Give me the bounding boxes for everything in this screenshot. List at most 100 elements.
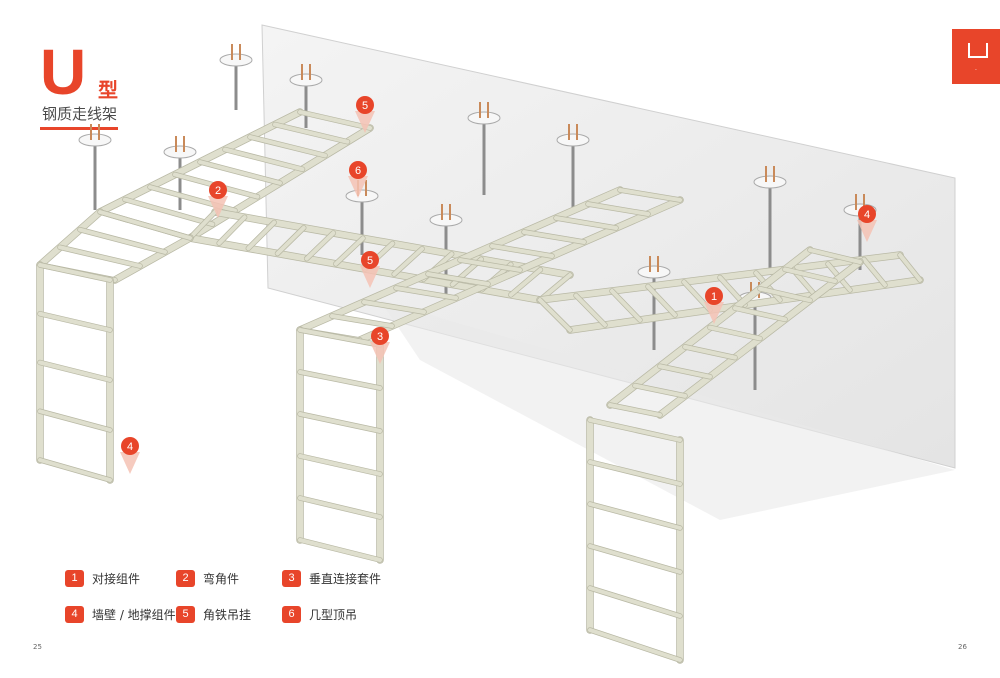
tray-main-diag-rung [392, 246, 425, 277]
tray-right-run-rung [862, 257, 887, 287]
legend-label: 墙壁 / 地撑组件 [92, 607, 176, 622]
tray-center-rung [330, 314, 394, 328]
marker-4: 4 [120, 437, 140, 474]
ceiling-hanger-bracket [289, 73, 323, 87]
legend-label: 垂直连接套件 [309, 571, 382, 586]
tray-right-drop-rung [783, 267, 837, 284]
logo-text: · [975, 67, 977, 74]
tray-left-corner-rung [78, 227, 167, 254]
drop-left-rung [38, 458, 112, 482]
tray-main-diag-rung [217, 215, 247, 246]
tray-top-left-rung [248, 135, 327, 158]
drop-left-rung [38, 409, 112, 432]
legend-item-4: 4 墙壁 / 地撑组件 [65, 604, 176, 624]
marker-number: 2 [215, 185, 221, 197]
tray-left-corner-rail [112, 235, 193, 283]
marker-cone [120, 452, 140, 474]
tray-right-drop-rung [658, 364, 712, 379]
tray-center-rung [458, 258, 522, 272]
legend-badge: 1 [65, 569, 84, 587]
tray-right-drop-rung [683, 344, 737, 360]
marker-cone [208, 196, 228, 218]
tray-top-left-rung [298, 110, 372, 130]
marker-cone [360, 266, 380, 288]
ceiling-hanger-bracket [556, 133, 590, 147]
drop-center-rung [298, 328, 382, 347]
page-number-right: 26 [958, 643, 967, 651]
component-legend: 1 对接组件 2 弯角件 3 垂直连接套件 4 墙壁 / 地撑组件 5 角铁吊挂… [60, 568, 390, 628]
tray-main-diag-rung [508, 267, 543, 297]
marker-number: 3 [377, 331, 383, 343]
tray-center-rung [394, 286, 458, 300]
tray-top-left-rung [198, 160, 282, 185]
marker-badge [858, 205, 876, 223]
marker-cone [355, 111, 375, 133]
legend-label: 对接组件 [92, 571, 141, 586]
page-number-left: 25 [33, 643, 42, 651]
tray-center-rung [362, 300, 426, 314]
tray-top-left-rung [223, 147, 305, 172]
component-markers: 5 2 6 5 3 4 1 4 [120, 96, 877, 474]
marker-1: 1 [704, 287, 724, 324]
marker-number: 6 [355, 165, 361, 177]
ceiling-hanger-bracket [753, 175, 787, 189]
legend-badge: 3 [282, 569, 301, 587]
tray-left-corner-rung [58, 245, 142, 268]
u-logo-icon [968, 43, 988, 58]
drop-center-rung [298, 538, 382, 562]
marker-cone [348, 176, 368, 198]
tray-top-left-rung [123, 197, 215, 227]
marker-number: 4 [864, 209, 870, 221]
drop-right-rung [588, 418, 682, 442]
tray-right-drop-rung [633, 383, 687, 398]
marker-number: 5 [362, 100, 368, 112]
ceiling-hanger-bracket [637, 265, 671, 279]
marker-number: 5 [367, 255, 373, 267]
tray-center-rung [554, 216, 618, 230]
drop-center-rung [298, 370, 382, 390]
title-suffix: 型 [98, 78, 118, 102]
brand-logo: · [952, 29, 1000, 84]
tray-center-rung [522, 230, 586, 244]
tray-right-drop-rung [758, 286, 812, 303]
ceiling-hanger-bracket [467, 111, 501, 125]
tray-right-run-rung [646, 284, 677, 317]
marker-cone [857, 220, 877, 242]
marker-5: 5 [355, 96, 375, 133]
drop-center-rung [298, 454, 382, 476]
marker-cone [704, 302, 724, 324]
tray-right-drop-rung [608, 403, 662, 417]
marker-badge [209, 181, 227, 199]
marker-badge [121, 437, 139, 455]
legend-badge: 6 [282, 605, 301, 623]
legend-item-6: 6 几型顶吊 [282, 604, 357, 624]
tray-right-drop-rung [708, 325, 762, 341]
drop-center-rung [298, 412, 382, 433]
tray-main-diag-rung [333, 236, 365, 266]
marker-badge [356, 96, 374, 114]
marker-badge [361, 251, 379, 269]
tray-left-corner-rail [37, 209, 103, 268]
drop-left-rung [38, 360, 112, 382]
legend-item-5: 5 角铁吊挂 [176, 604, 251, 624]
ceiling-hanger-bracket [345, 189, 379, 203]
drop-right-rung [588, 544, 682, 574]
drop-right-rung [588, 628, 682, 662]
tray-main-diag-rung [304, 231, 336, 261]
marker-badge [349, 161, 367, 179]
marker-3: 3 [370, 327, 390, 364]
drop-right-rung [588, 586, 682, 618]
tray-right-run-rung [610, 289, 642, 322]
marker-number: 1 [711, 291, 717, 303]
legend-item-3: 3 垂直连接套件 [282, 568, 381, 588]
tray-main-diag-rung [188, 210, 217, 240]
ceiling-hanger-bracket [429, 213, 463, 227]
tray-center-rung [618, 188, 682, 202]
marker-number: 4 [127, 441, 133, 453]
legend-item-1: 1 对接组件 [65, 568, 140, 588]
marker-2: 2 [208, 181, 228, 218]
legend-label: 几型顶吊 [309, 607, 358, 622]
drop-center-rung [298, 496, 382, 519]
tray-main-diag-rung [246, 220, 277, 251]
